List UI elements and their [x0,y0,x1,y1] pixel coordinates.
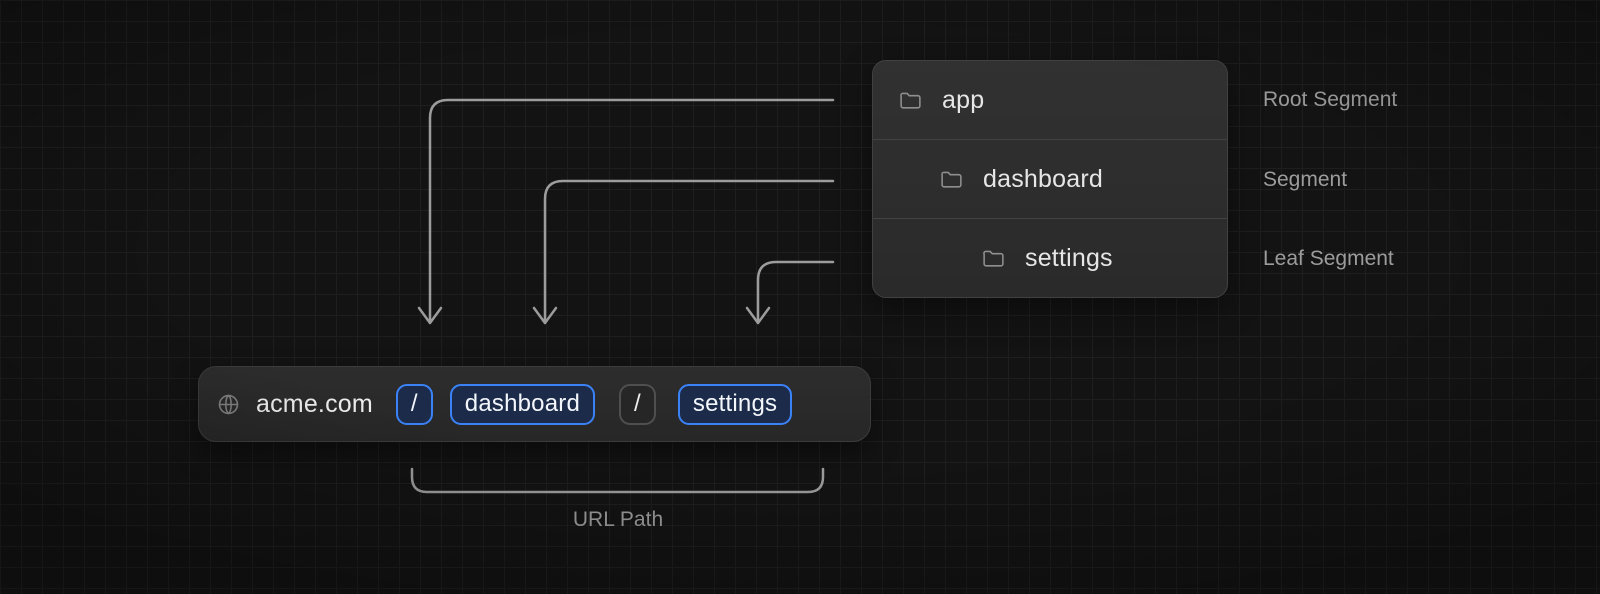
tree-row-app: app [873,61,1227,139]
url-path-label: URL Path [572,508,664,531]
folder-name: dashboard [983,164,1103,193]
folder-name: settings [1025,243,1113,272]
tree-row-settings: settings [873,218,1227,297]
folder-icon [939,167,964,192]
arrow-settings-to-settings [745,260,835,325]
url-segment-slash-1: / [395,383,433,425]
url-segment-settings: settings [677,383,793,425]
folder-name: app [942,85,985,114]
annotation-segment: Segment [1263,168,1348,191]
url-segment-dashboard: dashboard [449,383,596,425]
tree-row-dashboard: dashboard [873,139,1227,218]
browser-url-bar: acme.com / dashboard / settings [198,366,871,442]
globe-icon [216,392,241,417]
url-segment-slash-2: / [619,383,656,425]
folder-icon [898,88,923,113]
url-domain: acme.com [256,389,373,418]
annotation-root-segment: Root Segment [1263,88,1398,111]
folder-icon [981,246,1006,271]
arrow-dashboard-to-dashboard [532,179,835,325]
arrow-app-to-slash [417,98,835,325]
file-tree-panel: app dashboard settings [872,60,1228,298]
annotation-leaf-segment: Leaf Segment [1263,247,1394,270]
